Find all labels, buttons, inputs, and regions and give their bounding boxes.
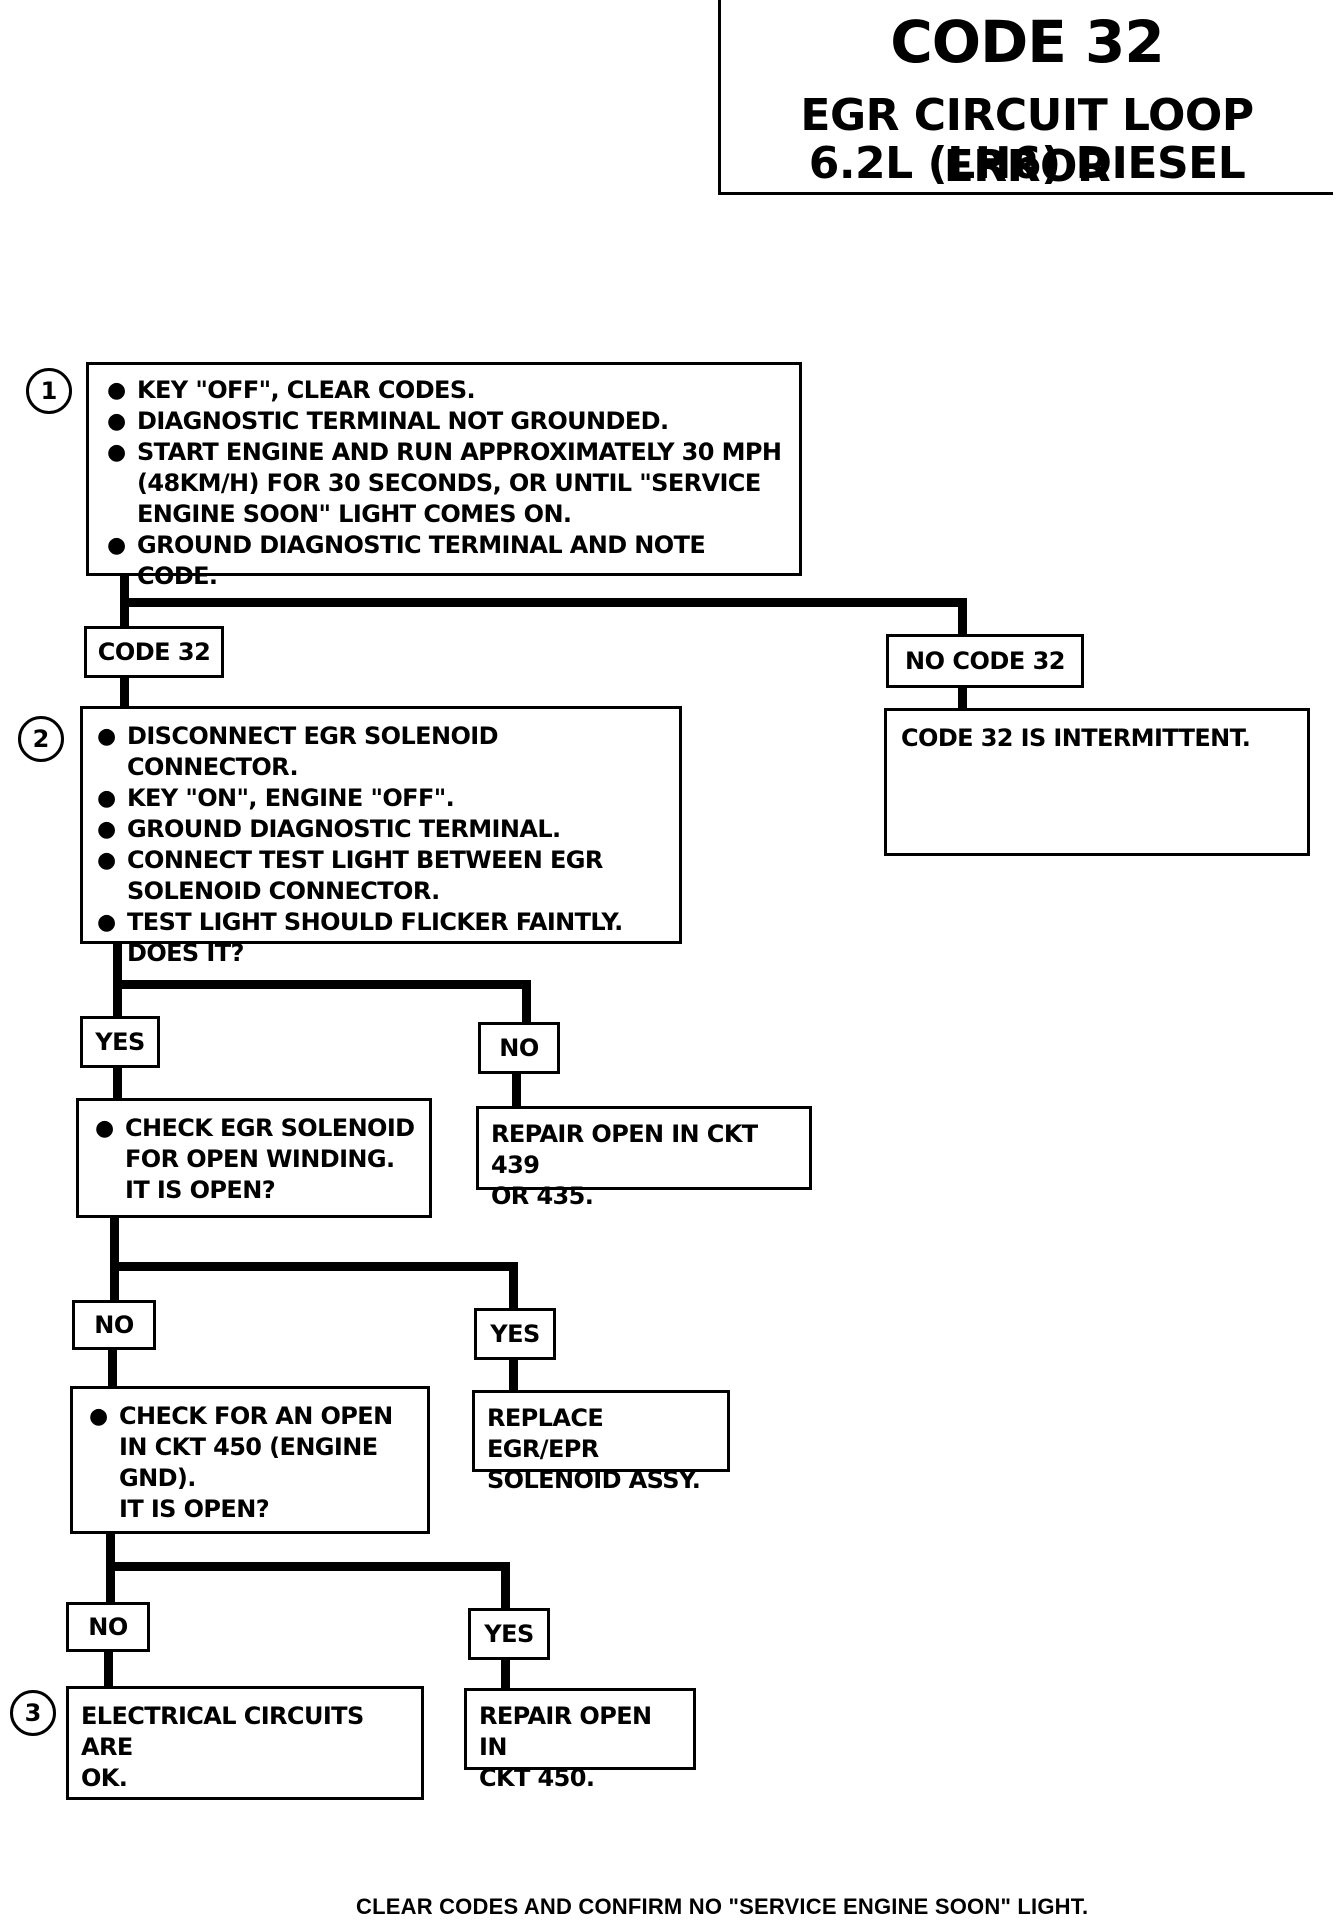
- connector-line: [958, 688, 967, 712]
- circuits-ok-line1: ELECTRICAL CIRCUITS ARE: [81, 1702, 364, 1761]
- connector-line: [113, 1066, 122, 1102]
- initial-test-box: ●KEY "OFF", CLEAR CODES. ●DIAGNOSTIC TER…: [86, 362, 802, 590]
- instruction-continuation: SOLENOID CONNECTOR.: [127, 877, 440, 905]
- step-number-3: 3: [10, 1690, 56, 1736]
- test-light-box: ●DISCONNECT EGR SOLENOID CONNECTOR. ●KEY…: [80, 706, 682, 967]
- header-box: CODE 32 EGR CIRCUIT LOOP ERROR 6.2L (LH6…: [718, 0, 1333, 195]
- code-title: CODE 32: [890, 8, 1165, 76]
- instruction-continuation: IT IS OPEN?: [119, 1495, 270, 1523]
- yes-label: YES: [80, 1016, 160, 1068]
- instruction-item: ●DIAGNOSTIC TERMINAL NOT GROUNDED.: [107, 407, 669, 435]
- intermittent-text: CODE 32 IS INTERMITTENT.: [901, 724, 1251, 752]
- connector-line: [501, 1656, 510, 1692]
- circuits-ok-line2: OK.: [81, 1764, 128, 1792]
- instruction-item: ●KEY "ON", ENGINE "OFF".: [97, 784, 455, 812]
- footer-instruction: CLEAR CODES AND CONFIRM NO "SERVICE ENGI…: [356, 1894, 1089, 1919]
- connector-line: [110, 1262, 518, 1271]
- instruction-item: ●START ENGINE AND RUN APPROXIMATELY 30 M…: [107, 438, 782, 466]
- instruction-continuation: DOES IT?: [127, 939, 244, 967]
- instruction-item: ●GROUND DIAGNOSTIC TERMINAL AND NOTE COD…: [107, 531, 706, 590]
- bullet-icon: ●: [107, 378, 126, 403]
- intermittent-box: CODE 32 IS INTERMITTENT.: [884, 708, 1310, 856]
- replace-egr-line1: REPLACE EGR/EPR: [487, 1404, 604, 1463]
- bullet-icon: ●: [97, 910, 116, 935]
- instruction-continuation: ENGINE SOON" LIGHT COMES ON.: [137, 500, 572, 528]
- code32-label: CODE 32: [84, 626, 224, 678]
- connector-line: [120, 678, 129, 708]
- connector-line: [512, 1072, 521, 1110]
- bullet-icon: ●: [97, 724, 116, 749]
- instruction-continuation: IT IS OPEN?: [125, 1176, 276, 1204]
- step-number-1: 1: [26, 368, 72, 414]
- repair-450-line1: REPAIR OPEN IN: [479, 1702, 652, 1761]
- connector-line: [104, 1650, 113, 1690]
- no-label: NO: [72, 1300, 156, 1350]
- instruction-continuation: IN CKT 450 (ENGINE: [119, 1433, 378, 1461]
- diagnostic-title: EGR CIRCUIT LOOP ERROR: [800, 90, 1254, 192]
- instruction-item: ●DISCONNECT EGR SOLENOID CONNECTOR.: [97, 722, 499, 781]
- connector-line: [113, 980, 531, 989]
- no-label: NO: [66, 1602, 150, 1652]
- instruction-continuation: GND).: [119, 1464, 196, 1492]
- bullet-icon: ●: [97, 817, 116, 842]
- connector-line: [108, 1348, 117, 1390]
- instruction-continuation: FOR OPEN WINDING.: [125, 1145, 395, 1173]
- yes-label: YES: [474, 1308, 556, 1360]
- connector-line: [509, 1357, 518, 1395]
- bullet-icon: ●: [89, 1404, 108, 1429]
- instruction-item: ●GROUND DIAGNOSTIC TERMINAL.: [97, 815, 561, 843]
- connector-line: [106, 1562, 510, 1571]
- repair-ckt-439-box: REPAIR OPEN IN CKT 439 OR 435.: [476, 1106, 812, 1210]
- connector-line: [110, 1216, 119, 1302]
- circuits-ok-box: ELECTRICAL CIRCUITS ARE OK.: [66, 1686, 424, 1800]
- connector-line: [509, 1262, 518, 1310]
- bullet-icon: ●: [97, 848, 116, 873]
- engine-subtitle: 6.2L (LH6) DIESEL: [808, 138, 1246, 189]
- repair-439-line2: OR 435.: [491, 1182, 594, 1210]
- instruction-item: ●CHECK FOR AN OPEN: [89, 1402, 393, 1430]
- connector-line: [120, 598, 967, 607]
- instruction-item: ●CONNECT TEST LIGHT BETWEEN EGR: [97, 846, 603, 874]
- check-solenoid-box: ●CHECK EGR SOLENOID FOR OPEN WINDING. IT…: [76, 1098, 432, 1218]
- no-code32-label: NO CODE 32: [886, 634, 1084, 688]
- instruction-item: ●CHECK EGR SOLENOID: [95, 1114, 415, 1142]
- check-ckt-450-box: ●CHECK FOR AN OPEN IN CKT 450 (ENGINE GN…: [70, 1386, 430, 1534]
- bullet-icon: ●: [107, 533, 126, 558]
- replace-egr-line2: SOLENOID ASSY.: [487, 1466, 701, 1494]
- connector-line: [522, 980, 531, 1024]
- bullet-icon: ●: [95, 1116, 114, 1141]
- yes-label: YES: [468, 1608, 550, 1660]
- connector-line: [113, 942, 122, 1016]
- no-label: NO: [478, 1022, 560, 1074]
- bullet-icon: ●: [107, 409, 126, 434]
- instruction-item: ●KEY "OFF", CLEAR CODES.: [107, 376, 476, 404]
- repair-ckt-450-box: REPAIR OPEN IN CKT 450.: [464, 1688, 696, 1792]
- step-number-2: 2: [18, 716, 64, 762]
- replace-egr-box: REPLACE EGR/EPR SOLENOID ASSY.: [472, 1390, 730, 1494]
- bullet-icon: ●: [97, 786, 116, 811]
- connector-line: [501, 1562, 510, 1610]
- repair-439-line1: REPAIR OPEN IN CKT 439: [491, 1120, 758, 1179]
- bullet-icon: ●: [107, 440, 126, 465]
- instruction-item: ●TEST LIGHT SHOULD FLICKER FAINTLY.: [97, 908, 623, 936]
- repair-450-line2: CKT 450.: [479, 1764, 595, 1792]
- connector-line: [958, 598, 967, 636]
- instruction-continuation: (48KM/H) FOR 30 SECONDS, OR UNTIL "SERVI…: [137, 469, 761, 497]
